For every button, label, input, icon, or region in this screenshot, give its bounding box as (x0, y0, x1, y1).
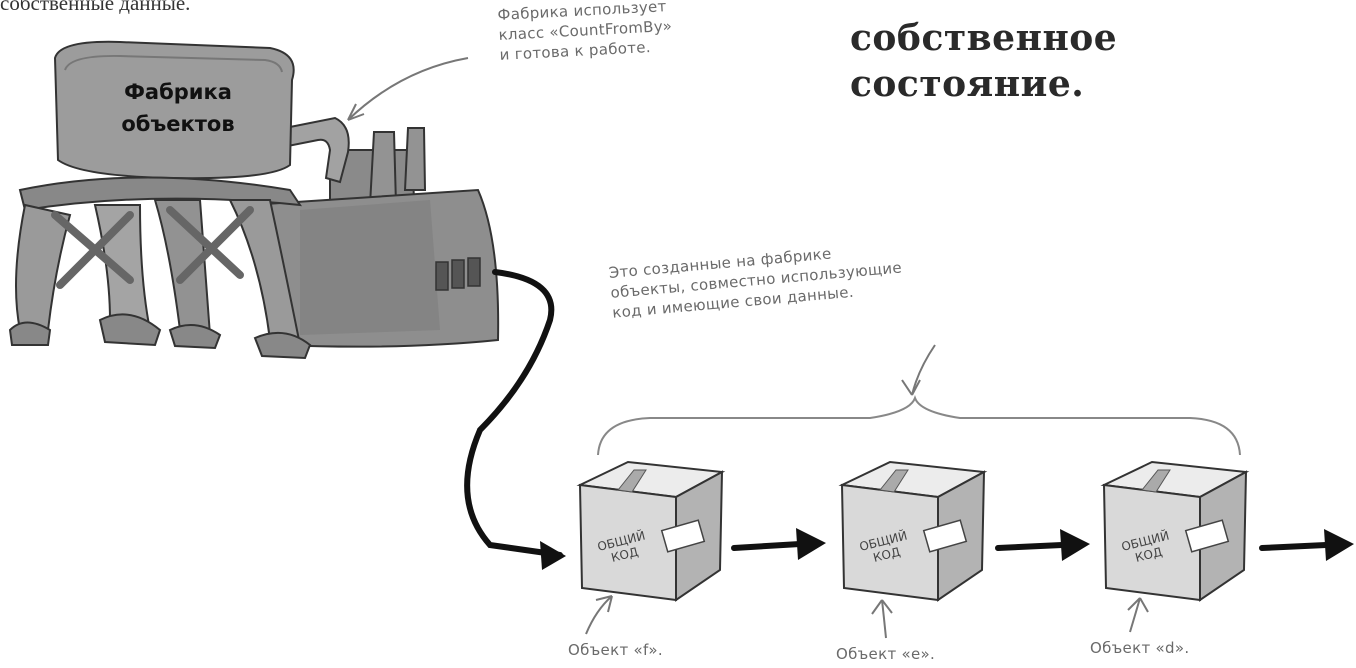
heading-line-2: состояние. (850, 63, 1085, 105)
caption-pointer-d (1129, 597, 1141, 633)
objects-bracket (597, 395, 1241, 456)
caption-object-e: Объект «e». (836, 645, 936, 663)
factory-label-line-2: объектов (121, 112, 235, 136)
heading: собственное состояние. (850, 15, 1117, 107)
factory-label-line-1: Фабрика (124, 80, 232, 104)
factory-note: Фабрика использует класс «CountFromBy» и… (497, 0, 674, 65)
flow-arrow-3 (1259, 529, 1354, 561)
factory-note-pointer (347, 57, 469, 121)
box-e (838, 460, 988, 602)
flow-arrow-2 (995, 529, 1090, 561)
caption-pointer-f (585, 595, 613, 635)
caption-pointer-e (881, 599, 887, 639)
box-f (576, 460, 726, 602)
factory-illustration (8, 40, 500, 360)
caption-object-d: Объект «d». (1090, 639, 1190, 657)
caption-object-f: Объект «f». (568, 641, 663, 659)
box-d (1100, 460, 1250, 602)
top-text-fragment: собственные данные. (0, 0, 191, 15)
flow-arrow-1 (731, 528, 826, 560)
heading-line-1: собственное (850, 17, 1118, 59)
factory-output-arrow (464, 269, 563, 558)
factory-label: Фабрика объектов (78, 76, 278, 140)
